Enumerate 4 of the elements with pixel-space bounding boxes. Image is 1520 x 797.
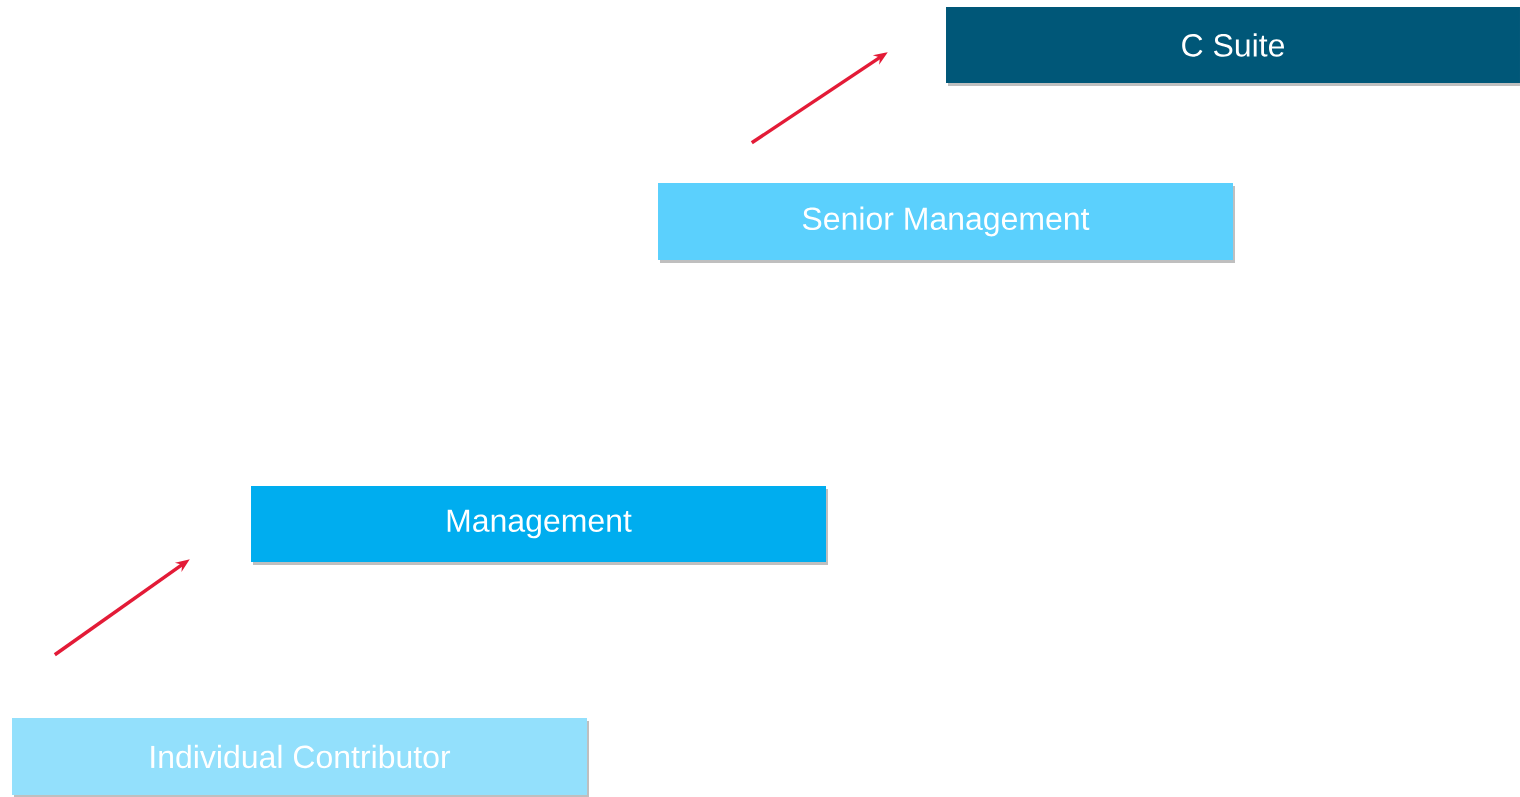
level-box: Senior Management [658,183,1235,263]
level-box: C Suite [946,7,1520,86]
level-box: Management [251,486,828,565]
level-box: Individual Contributor [12,718,589,797]
